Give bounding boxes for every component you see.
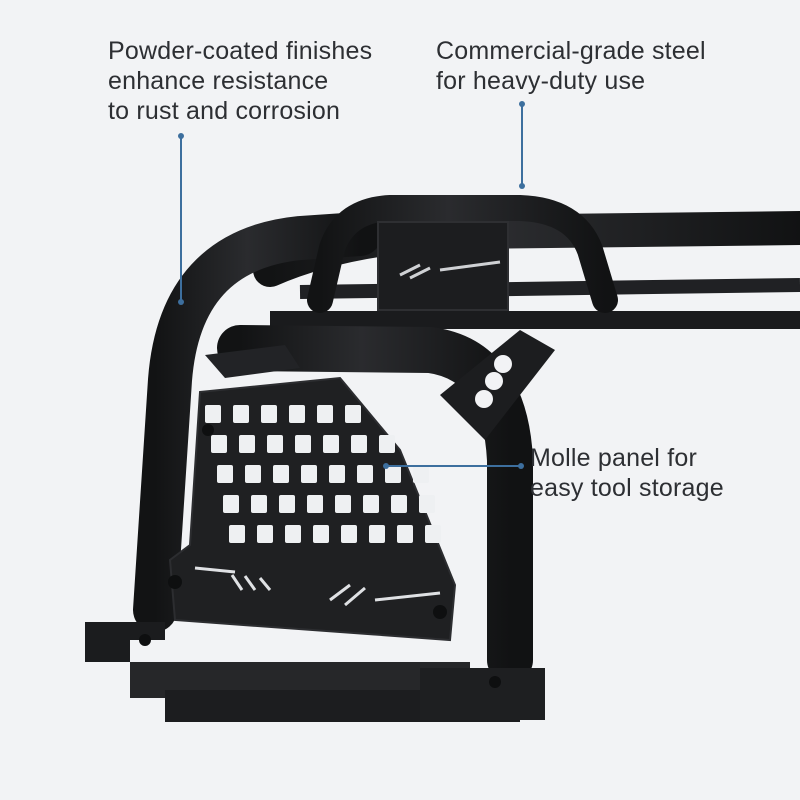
molle-slot bbox=[397, 525, 413, 543]
molle-slot bbox=[419, 495, 435, 513]
molle-slot bbox=[363, 495, 379, 513]
base-bracket bbox=[85, 622, 545, 722]
molle-slot bbox=[223, 495, 239, 513]
center-plate bbox=[377, 221, 509, 311]
molle-slot bbox=[357, 465, 373, 483]
molle-slot bbox=[285, 525, 301, 543]
molle-slot bbox=[217, 465, 233, 483]
molle-slot bbox=[205, 405, 221, 423]
molle-slot bbox=[385, 465, 401, 483]
molle-slot bbox=[257, 525, 273, 543]
molle-slot bbox=[229, 525, 245, 543]
pointer-steel bbox=[519, 101, 525, 189]
molle-slot bbox=[335, 495, 351, 513]
molle-slot bbox=[295, 435, 311, 453]
molle-slot bbox=[351, 435, 367, 453]
molle-slot bbox=[301, 465, 317, 483]
molle-slot bbox=[251, 495, 267, 513]
molle-slot bbox=[323, 435, 339, 453]
molle-slot bbox=[341, 525, 357, 543]
side-bracket bbox=[440, 330, 555, 440]
molle-slot bbox=[267, 435, 283, 453]
molle-slot bbox=[391, 495, 407, 513]
pointer-molle bbox=[383, 463, 524, 469]
callout-commercial-steel: Commercial-grade steel for heavy-duty us… bbox=[436, 37, 706, 95]
molle-slot bbox=[289, 405, 305, 423]
molle-slot bbox=[245, 465, 261, 483]
molle-slot bbox=[317, 405, 333, 423]
hoop-cap bbox=[205, 345, 300, 378]
molle-slot bbox=[261, 405, 277, 423]
upper-loop bbox=[307, 195, 618, 313]
molle-slot bbox=[369, 525, 385, 543]
callout-molle-panel: Molle panel for easy tool storage bbox=[530, 444, 724, 502]
molle-slot bbox=[329, 465, 345, 483]
molle-slot bbox=[425, 525, 441, 543]
molle-slot bbox=[379, 435, 395, 453]
molle-slot bbox=[345, 405, 361, 423]
molle-slot bbox=[273, 465, 289, 483]
molle-slot bbox=[307, 495, 323, 513]
molle-slot bbox=[313, 525, 329, 543]
molle-slot bbox=[279, 495, 295, 513]
molle-slot bbox=[233, 405, 249, 423]
molle-panel bbox=[168, 376, 457, 642]
callout-powder-coated: Powder-coated finishes enhance resistanc… bbox=[108, 37, 373, 125]
molle-slot bbox=[413, 465, 429, 483]
molle-slot bbox=[211, 435, 227, 453]
molle-slot bbox=[239, 435, 255, 453]
pointer-finish bbox=[178, 133, 184, 305]
